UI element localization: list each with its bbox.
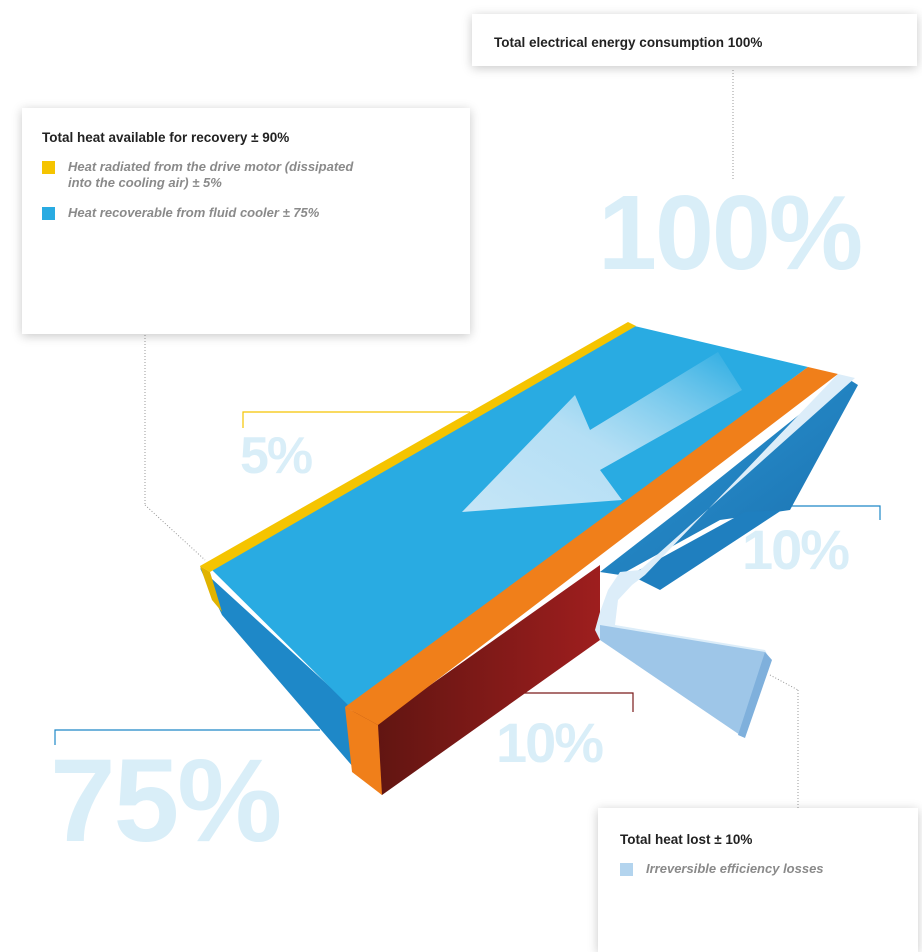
slab-yellow-band [200, 322, 636, 572]
light-blue-swatch-icon [620, 863, 633, 876]
bracket-motor [242, 411, 470, 428]
heat-lost-card: Total heat lost ± 10% Irreversible effic… [598, 808, 918, 952]
total-percent-label: 100% [598, 174, 863, 292]
slab-orange-band [345, 367, 838, 725]
orange-band-percent-label: 10% [496, 711, 604, 774]
slab-right-inner-side [630, 510, 782, 590]
loss-channel-lip [738, 652, 772, 738]
legend-item-motor: Heat radiated from the drive motor (diss… [42, 159, 447, 191]
bracket-orange [505, 692, 634, 712]
bracket-cooler [54, 729, 320, 745]
loss-channel-front [600, 625, 770, 735]
leader-line-bottom [769, 674, 799, 691]
motor-percent-label: 5% [240, 427, 313, 485]
blue-swatch-icon [42, 207, 55, 220]
heat-recovery-card: Total heat available for recovery ± 90% … [22, 108, 470, 334]
leader-line-left-diag [144, 504, 206, 561]
slab-front-red [350, 565, 600, 795]
losses-percent-label: 10% [742, 518, 850, 581]
slab-orange-side [345, 707, 382, 795]
slab-front-face [200, 568, 354, 768]
bracket-losses [760, 505, 881, 520]
legend-text-losses: Irreversible efficiency losses [646, 861, 824, 876]
total-consumption-card: Total electrical energy consumption 100% [472, 14, 917, 66]
flow-arrow-icon [462, 352, 742, 512]
legend-text-motor: Heat radiated from the drive motor (diss… [68, 159, 354, 190]
yellow-swatch-icon [42, 161, 55, 174]
legend-item-cooler: Heat recoverable from fluid cooler ± 75% [42, 205, 447, 221]
heat-recovery-title: Total heat available for recovery ± 90% [42, 130, 290, 145]
legend-text-cooler: Heat recoverable from fluid cooler ± 75% [68, 205, 320, 220]
slab-yellow-side [200, 566, 222, 612]
total-consumption-title: Total electrical energy consumption 100% [494, 35, 763, 50]
heat-lost-title: Total heat lost ± 10% [620, 832, 753, 847]
cooler-percent-label: 75% [50, 735, 282, 867]
legend-item-losses: Irreversible efficiency losses [620, 861, 900, 877]
